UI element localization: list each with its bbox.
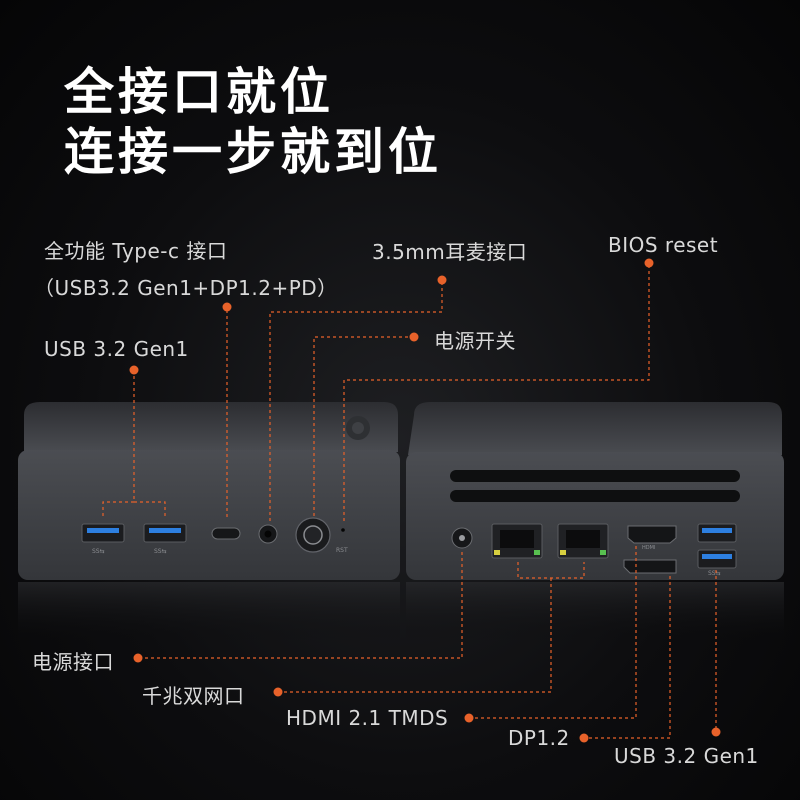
callout-lines bbox=[102, 265, 717, 739]
front-unit bbox=[18, 402, 400, 642]
audio-label: 3.5mm耳麦接口 bbox=[372, 240, 528, 264]
dp-label: DP1.2 bbox=[508, 726, 570, 750]
front-usb-1-marking: SS⇆ bbox=[92, 548, 105, 555]
usb-back-label: USB 3.2 Gen1 bbox=[614, 744, 759, 768]
rear-usb-marking: SS⇆ bbox=[708, 570, 721, 577]
rear-usb-port-2 bbox=[697, 549, 737, 569]
lan-port-2 bbox=[557, 523, 609, 559]
typec-label-line-1: 全功能 Type-c 接口 bbox=[44, 239, 228, 263]
headline-line-1: 全接口就位 bbox=[64, 63, 334, 121]
hdmi-marking: HDMI bbox=[642, 545, 655, 551]
front-usb-port-2 bbox=[143, 523, 187, 543]
rst-marking: RST bbox=[336, 547, 348, 554]
hdmi-port bbox=[627, 525, 677, 544]
front-usb-port-1 bbox=[81, 523, 125, 543]
power-port-label: 电源接口 bbox=[32, 650, 114, 674]
lan-label: 千兆双网口 bbox=[142, 684, 245, 708]
dp-port bbox=[623, 559, 677, 574]
usb-front-label: USB 3.2 Gen1 bbox=[44, 337, 189, 361]
rst-pinhole bbox=[341, 528, 345, 532]
lan-port-1 bbox=[491, 523, 543, 559]
hdmi-label: HDMI 2.1 TMDS bbox=[286, 706, 449, 730]
headline-line-2: 连接一步就到位 bbox=[64, 123, 442, 181]
power-switch-label: 电源开关 bbox=[434, 329, 516, 353]
typec-label-line-2: （USB3.2 Gen1+DP1.2+PD） bbox=[34, 276, 338, 300]
bios-label: BIOS reset bbox=[608, 233, 719, 257]
front-usb-2-marking: SS⇆ bbox=[154, 548, 167, 555]
rear-unit bbox=[406, 402, 784, 642]
typec-port bbox=[211, 527, 241, 540]
callout-dots bbox=[129, 258, 721, 743]
rear-usb-port-1 bbox=[697, 523, 737, 543]
